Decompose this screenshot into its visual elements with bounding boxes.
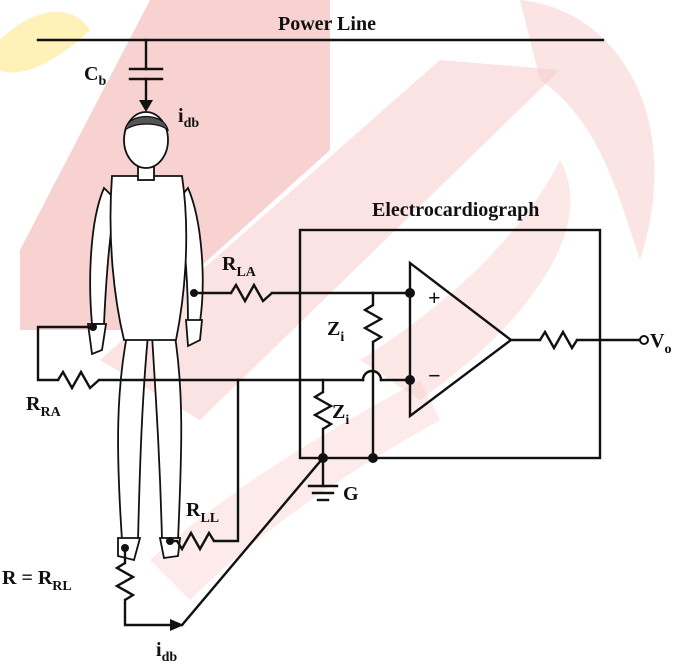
capacitor-cb: Cb idb — [84, 38, 199, 131]
r-ra-branch: RRA — [26, 325, 412, 420]
r-la-label: R — [222, 253, 237, 275]
svg-text:RLA: RLA — [222, 253, 257, 280]
electrocardiograph-label: Electrocardiograph — [372, 199, 539, 221]
svg-text:idb: idb — [156, 639, 177, 665]
junction-zi — [368, 453, 378, 463]
current-top-sub: db — [184, 116, 200, 131]
right-foot — [117, 537, 142, 562]
electrocardiograph-box: Electrocardiograph — [298, 199, 602, 460]
output-terminal — [639, 335, 649, 345]
right-leg — [117, 328, 149, 541]
svg-text:Zi: Zi — [332, 401, 349, 428]
zi-top-sub: i — [340, 330, 344, 345]
capacitor-sub: b — [98, 74, 106, 89]
r-ra-sub: RA — [40, 405, 61, 420]
svg-text:Vo: Vo — [650, 330, 671, 357]
zi-bottom-sub: i — [345, 413, 349, 428]
current-top-label: i — [178, 105, 184, 127]
zi-bottom-label: Z — [332, 401, 345, 423]
capacitor-label: C — [84, 63, 98, 85]
svg-text:idb: idb — [178, 105, 199, 131]
ground-label: G — [343, 483, 359, 505]
r-la-branch: RLA — [192, 253, 412, 304]
svg-text:Zi: Zi — [327, 318, 344, 345]
r-ll-branch: RLL — [168, 378, 240, 552]
human-body-figure — [86, 111, 204, 562]
r-rl-branch: R = RRL idb — [2, 456, 325, 665]
power-line: Power Line — [36, 13, 605, 42]
zi-top: Zi — [327, 291, 384, 460]
ground-symbol: G — [307, 456, 359, 505]
current-arrow-right-icon — [170, 619, 184, 631]
left-hand — [185, 319, 203, 348]
plus-sign: + — [428, 285, 441, 310]
r-rl-label: R = R — [2, 567, 53, 589]
current-arrow-down-icon — [139, 100, 153, 112]
output-sub: o — [664, 342, 671, 357]
right-hand — [86, 323, 108, 356]
r-la-sub: LA — [236, 265, 256, 280]
svg-text:RRA: RRA — [26, 393, 62, 420]
op-amp: + − Vo — [408, 260, 671, 419]
zi-top-label: Z — [327, 318, 340, 340]
power-line-label: Power Line — [278, 13, 376, 35]
zi-bottom: Zi — [312, 378, 349, 460]
svg-text:Cb: Cb — [84, 63, 106, 89]
hair — [124, 116, 169, 132]
current-bottom-sub: db — [162, 650, 178, 665]
current-bottom-label: i — [156, 639, 162, 661]
r-ll-sub: LL — [200, 511, 219, 526]
r-ra-label: R — [26, 393, 41, 415]
left-foot — [158, 537, 182, 560]
svg-text:RLL: RLL — [186, 499, 219, 526]
torso — [109, 175, 188, 341]
output-label: V — [650, 330, 665, 352]
left-leg — [151, 328, 183, 541]
r-rl-sub: RL — [52, 579, 71, 594]
r-ll-label: R — [186, 499, 201, 521]
minus-sign: − — [428, 363, 441, 388]
svg-text:R = RRL: R = RRL — [2, 567, 72, 594]
